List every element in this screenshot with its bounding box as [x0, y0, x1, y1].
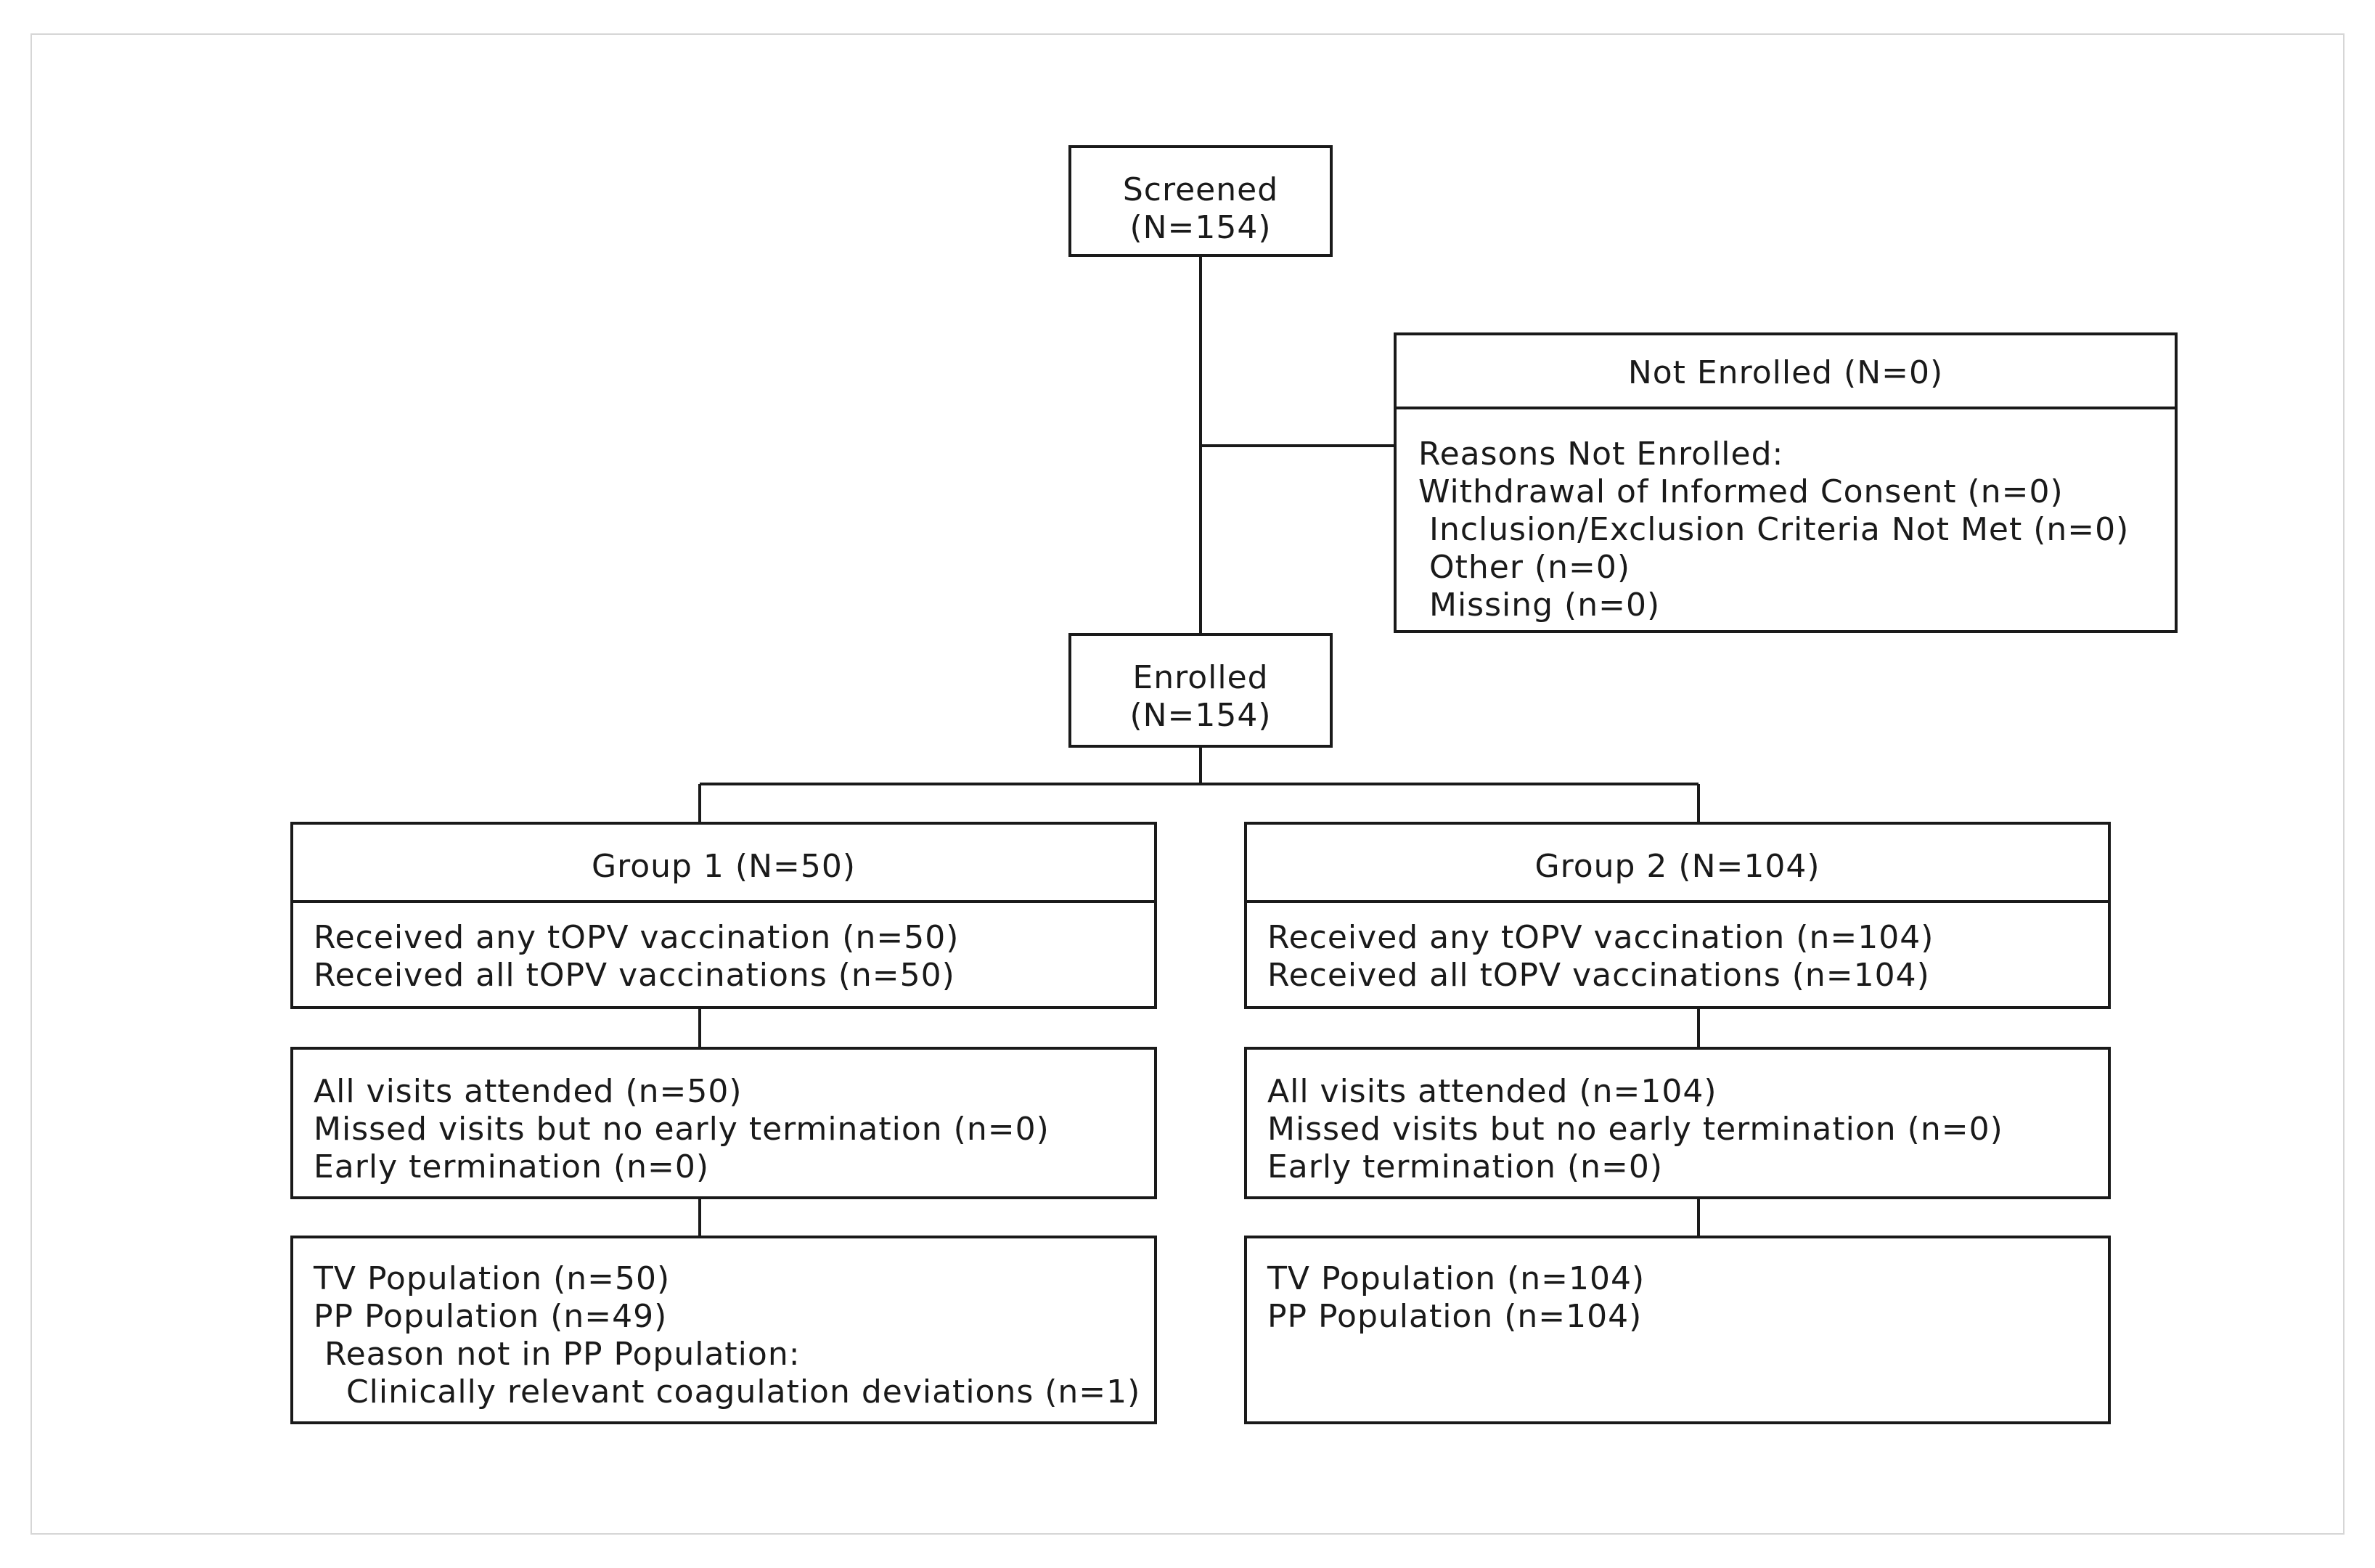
group1-pop-reason-heading: Reason not in PP Population: [314, 1336, 801, 1373]
not-enrolled-box: Not Enrolled (N=0) Reasons Not Enrolled:… [1394, 332, 2178, 633]
not-enrolled-title: Not Enrolled (N=0) [1627, 354, 1944, 391]
enrolled-count: (N=154) [1129, 697, 1272, 734]
diagram-frame [30, 33, 2345, 1535]
group2-visits-early: Early termination (n=0) [1267, 1148, 1664, 1185]
group1-visits-missed: Missed visits but no early termination (… [314, 1111, 1050, 1148]
group1-title: Group 1 (N=50) [591, 848, 857, 885]
group1-vaccination: Received any tOPV vaccination (n=50) Rec… [293, 903, 1154, 995]
reason-item: Missing (n=0) [1418, 587, 1661, 624]
reason-item: Withdrawal of Informed Consent (n=0) [1418, 473, 2064, 510]
enrolled-box: Enrolled (N=154) [1068, 633, 1333, 748]
reasons-heading: Reasons Not Enrolled: [1418, 436, 1784, 473]
enrolled-title: Enrolled [1132, 659, 1269, 696]
group1-header: Group 1 (N=50) [293, 825, 1154, 903]
group2-title: Group 2 (N=104) [1534, 848, 1820, 885]
screened-title: Screened [1122, 171, 1279, 208]
group2-pop-pp: PP Population (n=104) [1267, 1298, 1643, 1335]
group1-box: Group 1 (N=50) Received any tOPV vaccina… [290, 822, 1157, 1009]
not-enrolled-body: Reasons Not Enrolled: Withdrawal of Info… [1397, 409, 2175, 624]
group2-pop-tv: TV Population (n=104) [1267, 1260, 1646, 1297]
group2-visits-missed: Missed visits but no early termination (… [1267, 1111, 2003, 1148]
group2-visits-all: All visits attended (n=104) [1267, 1073, 1717, 1110]
group1-vacc-any: Received any tOPV vaccination (n=50) [314, 919, 960, 956]
group2-box: Group 2 (N=104) Received any tOPV vaccin… [1244, 822, 2111, 1009]
group1-pop-pp: PP Population (n=49) [314, 1298, 668, 1335]
group1-visits-all: All visits attended (n=50) [314, 1073, 743, 1110]
group1-visits-box: All visits attended (n=50) Missed visits… [290, 1047, 1157, 1199]
group1-visits-early: Early termination (n=0) [314, 1148, 710, 1185]
group2-vacc-all: Received all tOPV vaccinations (n=104) [1267, 957, 1930, 994]
group2-header: Group 2 (N=104) [1247, 825, 2108, 903]
screened-box: Screened (N=154) [1068, 145, 1333, 257]
group1-population-box: TV Population (n=50) PP Population (n=49… [290, 1236, 1157, 1424]
group2-vacc-any: Received any tOPV vaccination (n=104) [1267, 919, 1934, 956]
group2-visits-box: All visits attended (n=104) Missed visit… [1244, 1047, 2111, 1199]
group2-vaccination: Received any tOPV vaccination (n=104) Re… [1247, 903, 2108, 995]
group1-pop-tv: TV Population (n=50) [314, 1260, 671, 1297]
group2-population-box: TV Population (n=104) PP Population (n=1… [1244, 1236, 2111, 1424]
reason-item: Other (n=0) [1418, 549, 1630, 586]
screened-count: (N=154) [1129, 209, 1272, 246]
reason-item: Inclusion/Exclusion Criteria Not Met (n=… [1418, 511, 2130, 548]
not-enrolled-header: Not Enrolled (N=0) [1397, 335, 2175, 409]
group1-pop-reason: Clinically relevant coagulation deviatio… [314, 1373, 1141, 1410]
group1-vacc-all: Received all tOPV vaccinations (n=50) [314, 957, 955, 994]
